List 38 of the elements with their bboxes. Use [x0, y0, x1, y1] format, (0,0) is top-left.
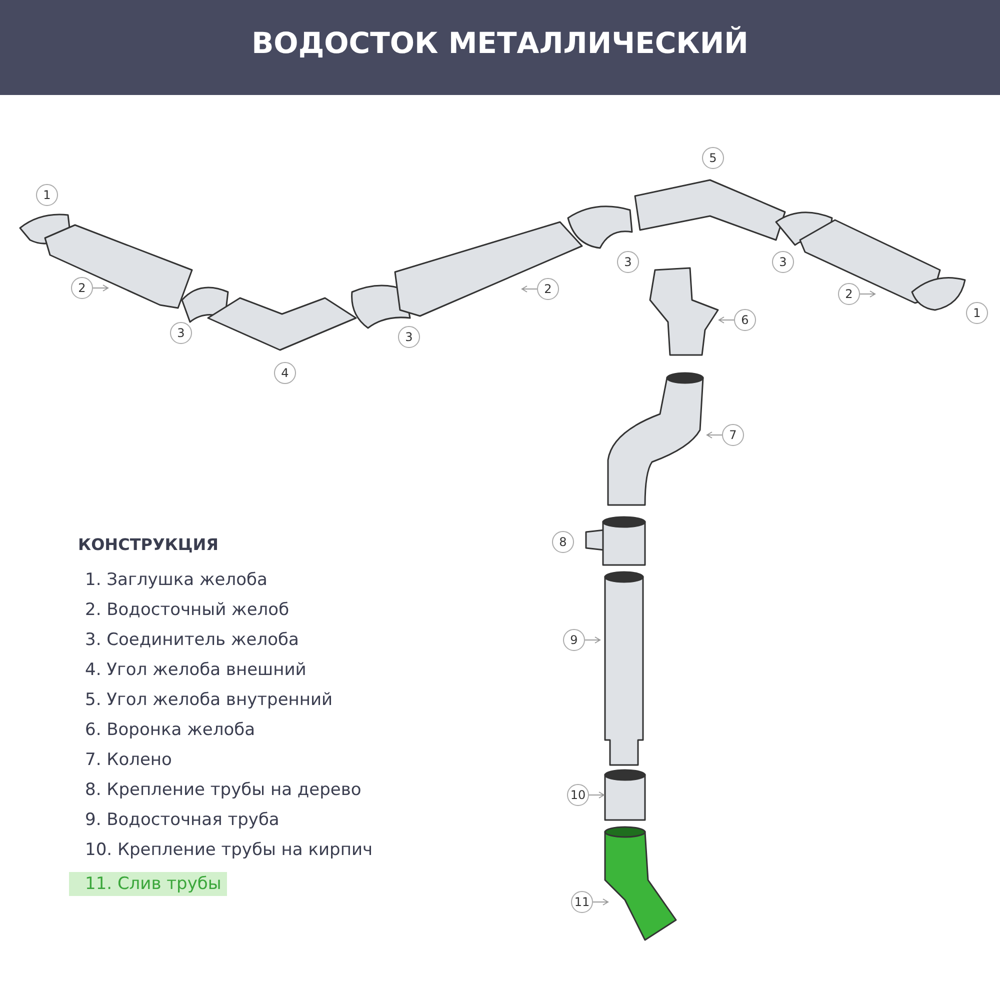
pointer-arrow — [706, 432, 722, 438]
pointer-arrow — [584, 636, 600, 644]
callout-number: 1 — [966, 302, 988, 324]
callout-number: 3 — [772, 251, 794, 273]
callout-number: 10 — [567, 784, 589, 806]
pointer-arrow — [592, 898, 608, 906]
pointer-arrow — [860, 290, 876, 298]
list-item: 8. Крепление трубы на дерево — [85, 780, 362, 800]
callout-number: 3 — [170, 322, 192, 344]
callout-number: 6 — [734, 309, 756, 331]
callout-number: 8 — [552, 531, 574, 553]
callout-number: 5 — [702, 147, 724, 169]
pointer-arrow — [718, 316, 734, 324]
callout-number: 3 — [398, 326, 420, 348]
title: ВОДОСТОК МЕТАЛЛИЧЕСКИЙ — [250, 26, 750, 60]
list-heading: КОНСТРУКЦИЯ — [78, 535, 218, 554]
list-item: 9. Водосточная труба — [85, 810, 280, 830]
callout-number: 2 — [71, 277, 93, 299]
list-item: 5. Угол желоба внутренний — [85, 690, 333, 710]
callout-number: 2 — [537, 278, 559, 300]
list-item: 3. Соединитель желоба — [85, 630, 299, 650]
callout-number: 1 — [36, 184, 58, 206]
list-item: 10. Крепление трубы на кирпич — [85, 840, 373, 860]
list-item: 4. Угол желоба внешний — [85, 660, 306, 680]
callout-number: 11 — [571, 891, 593, 913]
list-item: 6. Воронка желоба — [85, 720, 256, 740]
highlighted-list-item: 11. Слив трубы — [69, 872, 228, 896]
callout-number: 9 — [563, 629, 585, 651]
callout-number: 3 — [617, 251, 639, 273]
pointer-arrow — [588, 792, 604, 798]
list-item: 1. Заглушка желоба — [85, 570, 268, 590]
pointer-arrow — [522, 286, 538, 292]
list-item: 7. Колено — [85, 750, 172, 770]
list-item: 2. Водосточный желоб — [85, 600, 290, 620]
callout-number: 2 — [838, 283, 860, 305]
callout-number: 4 — [274, 362, 296, 384]
callout-number: 7 — [722, 424, 744, 446]
pointer-arrow — [92, 284, 108, 292]
